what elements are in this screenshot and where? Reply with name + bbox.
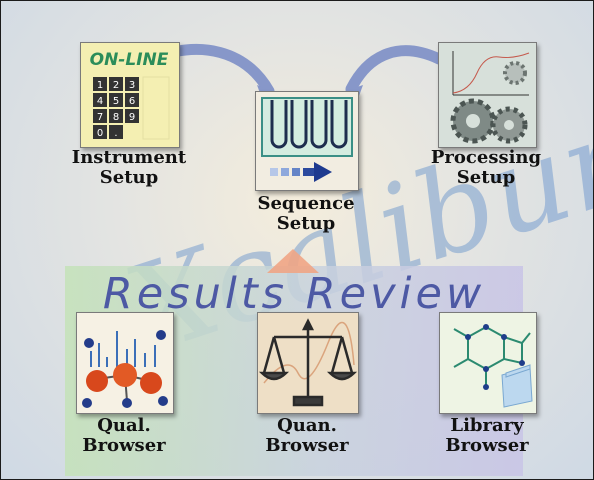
processing-setup-tile[interactable]	[438, 42, 537, 148]
qual-browser-tile[interactable]	[76, 312, 174, 414]
svg-text:5: 5	[113, 96, 119, 107]
svg-text:.: .	[114, 128, 117, 139]
book-pages-icon	[501, 364, 533, 408]
key-2: 2	[109, 77, 123, 91]
svg-text:3: 3	[129, 80, 135, 91]
key-5: 5	[109, 93, 123, 107]
arrow-sequence-to-review	[267, 249, 319, 273]
keypad: 1 2 3 4 5 6 7 8 9 0 .	[93, 77, 139, 139]
atom-labels	[465, 324, 525, 390]
svg-text:8: 8	[113, 112, 119, 123]
key-3: 3	[125, 77, 139, 91]
sequence-setup-tile[interactable]	[255, 91, 359, 191]
qual-browser-label: Qual.Browser	[82, 415, 166, 456]
svg-text:7: 7	[97, 112, 103, 123]
vials-icon	[270, 100, 348, 149]
key-0: 0	[93, 125, 107, 139]
svg-text:1: 1	[97, 80, 103, 91]
key-9: 9	[125, 109, 139, 123]
arrow-processing-to-sequence	[345, 45, 445, 95]
key-7: 7	[93, 109, 107, 123]
online-display: ON-LINE	[90, 50, 169, 70]
svg-text:4: 4	[97, 96, 103, 107]
svg-text:6: 6	[129, 96, 135, 107]
keypad-fade	[142, 76, 170, 140]
key-1: 1	[93, 77, 107, 91]
molecule-icon	[82, 330, 168, 408]
key-6: 6	[125, 93, 139, 107]
spectrum-bars-icon	[90, 331, 156, 367]
quan-browser-label: Quan.Browser	[265, 415, 349, 456]
svg-text:9: 9	[129, 112, 135, 123]
instrument-setup-tile[interactable]: ON-LINE 1 2 3 4 5 6 7 8 9 0 .	[80, 42, 180, 148]
quan-browser-tile[interactable]	[257, 312, 359, 414]
key-4: 4	[93, 93, 107, 107]
balance-scale-icon	[258, 318, 358, 407]
gears-icon	[450, 61, 528, 144]
key-8: 8	[109, 109, 123, 123]
key-dot: .	[109, 125, 123, 139]
chromatogram-trace	[263, 321, 355, 384]
svg-text:0: 0	[97, 128, 103, 139]
processing-plot	[452, 51, 530, 96]
sequence-arrow-icon	[270, 162, 332, 182]
svg-text:2: 2	[113, 80, 119, 91]
results-review-title: Results Review	[102, 269, 486, 319]
library-browser-tile[interactable]	[439, 312, 537, 414]
